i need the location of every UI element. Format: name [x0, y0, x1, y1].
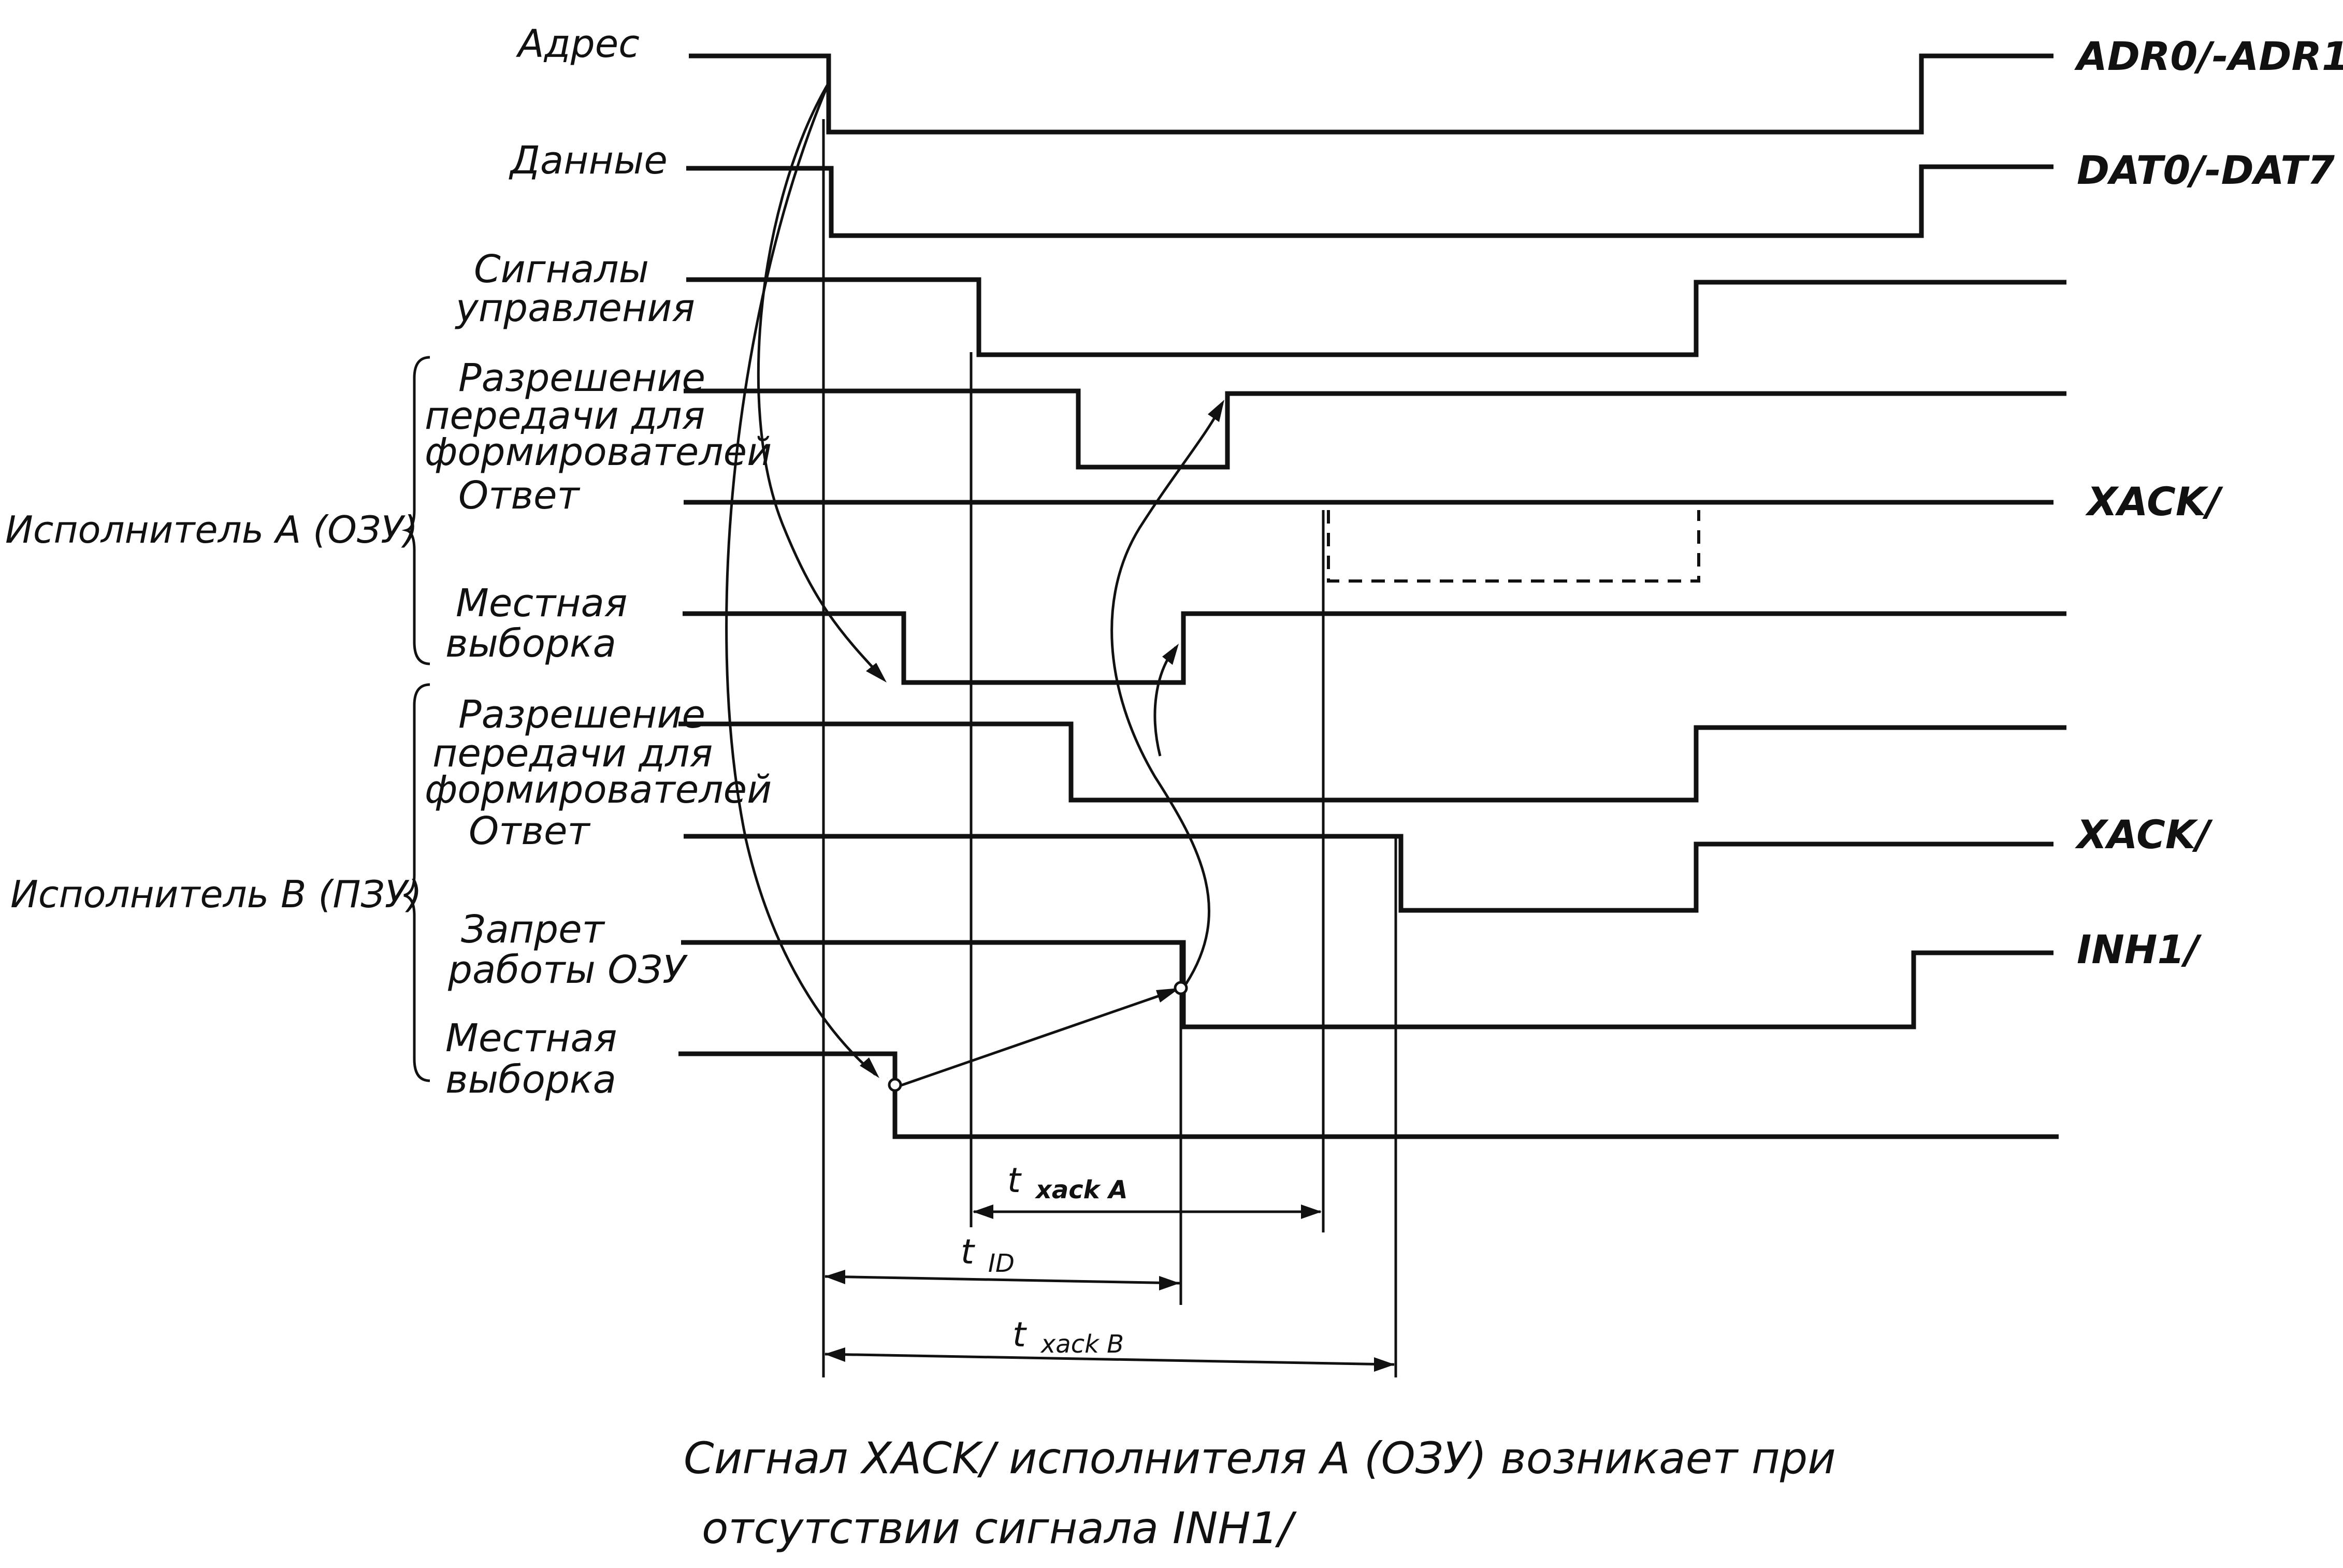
label-address: Адрес [516, 22, 640, 66]
brace-executor-a [401, 356, 430, 665]
label-a-select-line1: Местная [456, 581, 627, 626]
dim-t-xack-b-arrow-left [825, 1347, 845, 1362]
causal-arrow-address-to-a-select-head [866, 663, 887, 683]
label-data: Данные [509, 138, 668, 183]
junction-inh1 [1174, 981, 1188, 995]
wave-a-transfer-enable [684, 388, 2066, 470]
timing-label-t-xack-b: t xack B [1013, 1315, 1124, 1359]
causal-arrow-address-to-a-select [757, 82, 884, 679]
label-a-enable-line1: Разрешение [458, 356, 705, 400]
wave-a-xack-dashed [1327, 510, 1700, 583]
label-a-enable-line2: передачи для [425, 394, 705, 438]
bus-name-xack-b: XACK/ [2075, 811, 2213, 858]
bus-name-xack-a: XACK/ [2085, 478, 2223, 525]
group-executor-b: Исполнитель В (ПЗУ) [10, 873, 422, 916]
bus-name-address: ADR0/-ADR13 [2074, 33, 2343, 79]
label-b-select-line1: Местная [445, 1016, 617, 1061]
wave-a-local-select [683, 611, 2066, 685]
dim-t-id [825, 1275, 1180, 1285]
group-executor-a: Исполнитель А (ОЗУ) [5, 508, 418, 551]
wave-b-local-select [678, 1051, 2059, 1139]
label-b-enable-line1: Разрешение [458, 692, 705, 737]
note-line-2: отсутствии сигнала INH1/ [702, 1503, 1297, 1554]
label-a-response: Ответ [458, 473, 580, 518]
dim-t-xack-b [825, 1353, 1395, 1366]
dim-t-xack-a-arrow-right [1301, 1204, 1322, 1219]
causal-arrow-inh1-to-a-select-head [1162, 644, 1179, 665]
label-b-inhibit-line1: Запрет [461, 907, 605, 952]
causal-arrow-b-select-to-inh1 [894, 989, 1176, 1089]
causal-arrow-b-select-to-inh1-head [1156, 988, 1180, 1003]
dim-t-xack-b-arrow-right [1374, 1357, 1395, 1372]
brace-executor-b [403, 683, 430, 1082]
label-control-line2: управления [455, 286, 695, 330]
wave-b-transfer-enable [678, 721, 2066, 803]
dim-t-xack-a-arrow-left [973, 1204, 993, 1219]
label-b-select-line2: выборка [445, 1057, 616, 1102]
bus-name-inh1: INH1/ [2077, 926, 2202, 972]
label-a-select-line2: выборка [445, 621, 616, 666]
dim-t-id-arrow-left [825, 1270, 845, 1284]
label-control-line1: Сигналы [474, 247, 649, 292]
label-b-enable-line2: передачи для [432, 731, 713, 776]
wave-control [686, 277, 2066, 357]
causal-arrow-inh1-to-a-enable [1110, 403, 1224, 985]
bus-name-data: DAT0/-DAT7 [2077, 147, 2335, 193]
timing-label-t-id: t ID [961, 1232, 1015, 1278]
label-b-inhibit-line2: работы ОЗУ [447, 948, 688, 992]
wave-b-xack [684, 834, 2053, 913]
label-b-response: Ответ [469, 809, 590, 853]
wave-data [686, 164, 2053, 238]
wave-address [689, 53, 2053, 135]
label-a-enable-line3: формирователей [425, 430, 772, 474]
causal-arrow-address-to-b-select-head [860, 1057, 879, 1078]
dim-t-id-arrow-right [1159, 1276, 1180, 1290]
label-b-enable-line3: формирователей [425, 767, 772, 812]
wave-b-inh1 [681, 940, 2053, 1029]
note-line-1: Сигнал XACK/ исполнителя А (ОЗУ) возника… [684, 1433, 1836, 1484]
causal-arrow-inh1-to-a-enable-head [1208, 400, 1224, 422]
timing-label-t-xack-a: t xack A [1007, 1160, 1127, 1204]
junction-b-select [888, 1078, 902, 1092]
causal-arrow-address-to-b-select [725, 82, 876, 1076]
